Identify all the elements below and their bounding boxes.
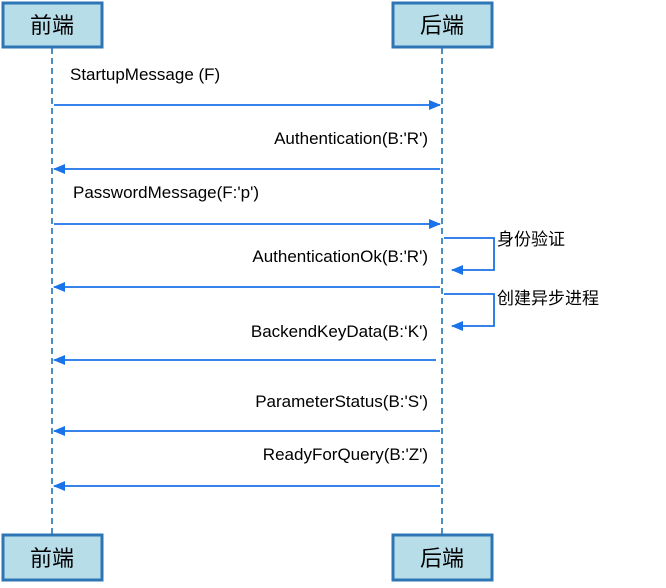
self-message-auth: 身份验证 xyxy=(444,230,565,275)
backend-actor-bottom: 后端 xyxy=(391,533,494,582)
self-message-label: 创建异步进程 xyxy=(497,289,599,309)
message-startup: StartupMessage (F) xyxy=(54,65,441,110)
message-label: PasswordMessage(F:'p') xyxy=(73,183,259,202)
self-message-fork: 创建异步进程 xyxy=(444,289,599,331)
message-label: BackendKeyData(B:‘K') xyxy=(251,322,428,341)
frontend-actor-bottom: 前端 xyxy=(1,533,104,582)
message-label: StartupMessage (F) xyxy=(70,65,220,84)
frontend-actor-label: 前端 xyxy=(30,14,74,39)
self-message-arrow xyxy=(444,293,495,331)
message-ready-for-query: ReadyForQuery(B:'Z') xyxy=(53,445,440,491)
message-label: Authentication(B:'R') xyxy=(274,129,428,148)
message-authentication: Authentication(B:'R') xyxy=(53,129,440,174)
frontend-actor-top: 前端 xyxy=(1,1,104,49)
message-password: PasswordMessage(F:'p') xyxy=(54,183,441,229)
message-label: AuthenticationOk(B:'R') xyxy=(252,247,428,266)
message-label: ReadyForQuery(B:'Z') xyxy=(263,445,428,464)
message-authentication-ok: AuthenticationOk(B:'R') xyxy=(53,247,440,292)
frontend-actor-label: 前端 xyxy=(30,547,74,572)
self-message-label: 身份验证 xyxy=(497,230,565,250)
self-message-arrow xyxy=(444,237,495,275)
message-backend-key-data: BackendKeyData(B:‘K') xyxy=(53,322,436,365)
backend-actor-label: 后端 xyxy=(420,547,464,572)
message-parameter-status: ParameterStatus(B:'S') xyxy=(53,392,440,436)
message-label: ParameterStatus(B:'S') xyxy=(255,392,428,411)
backend-actor-top: 后端 xyxy=(391,1,494,49)
backend-actor-label: 后端 xyxy=(420,14,464,39)
